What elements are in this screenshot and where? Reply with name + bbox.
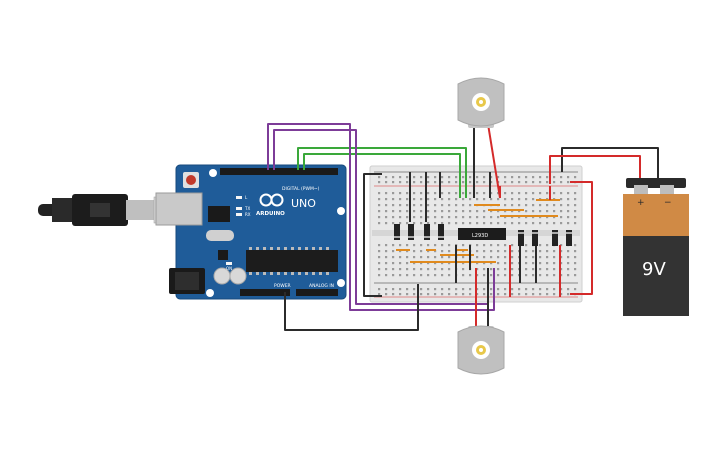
tx-led <box>236 207 242 210</box>
mounting-hole <box>337 279 345 287</box>
mounting-hole <box>209 169 217 177</box>
wire-red[interactable] <box>487 123 501 199</box>
tx-label: TX <box>244 206 250 211</box>
mounting-hole <box>337 207 345 215</box>
battery-plus: + <box>637 198 645 208</box>
arduino-logo-icon <box>259 193 284 207</box>
l293d-label: L293D <box>472 233 488 239</box>
dc-motor-top[interactable] <box>457 77 505 128</box>
battery-voltage: 9V <box>642 259 666 280</box>
wire-black[interactable] <box>561 147 659 184</box>
analog-label: ANALOG IN <box>309 283 334 289</box>
wire-black[interactable] <box>284 284 419 331</box>
usb-jack <box>155 192 203 226</box>
arduino-brand: ARDUINO <box>256 211 285 217</box>
battery-9v[interactable]: + − 9V <box>623 178 689 316</box>
atmega-chip <box>246 250 338 272</box>
dc-motor-bottom[interactable] <box>457 325 505 375</box>
analog-header[interactable] <box>296 289 338 296</box>
l-led <box>236 196 242 199</box>
rx-led <box>236 213 242 216</box>
crystal-oscillator <box>206 230 234 241</box>
arduino-model: UNO <box>291 197 316 210</box>
diodes <box>394 224 572 246</box>
rx-label: RX <box>245 212 251 217</box>
l-label: L <box>245 195 248 200</box>
power-label: POWER <box>274 283 291 289</box>
capacitor <box>229 267 247 285</box>
breadboard[interactable]: L293D <box>369 165 583 303</box>
digital-header[interactable] <box>220 168 338 175</box>
power-header[interactable] <box>240 289 290 296</box>
on-label: ON <box>226 266 232 271</box>
wire-red[interactable] <box>570 181 593 295</box>
digital-label: DIGITAL (PWM~) <box>282 186 320 192</box>
wire-black[interactable] <box>363 173 382 297</box>
wire-purple[interactable] <box>267 123 495 311</box>
battery-minus: − <box>664 198 672 208</box>
l293d-chip[interactable] <box>458 228 506 240</box>
mounting-hole <box>206 289 214 297</box>
arduino-board[interactable]: TX RX L ON ARDUINO UNO DIGITAL (PWM~) PO… <box>155 164 347 300</box>
wire-red[interactable] <box>549 155 641 184</box>
on-led <box>226 262 232 265</box>
wire-green[interactable] <box>297 147 467 198</box>
wire-green[interactable] <box>303 153 461 198</box>
